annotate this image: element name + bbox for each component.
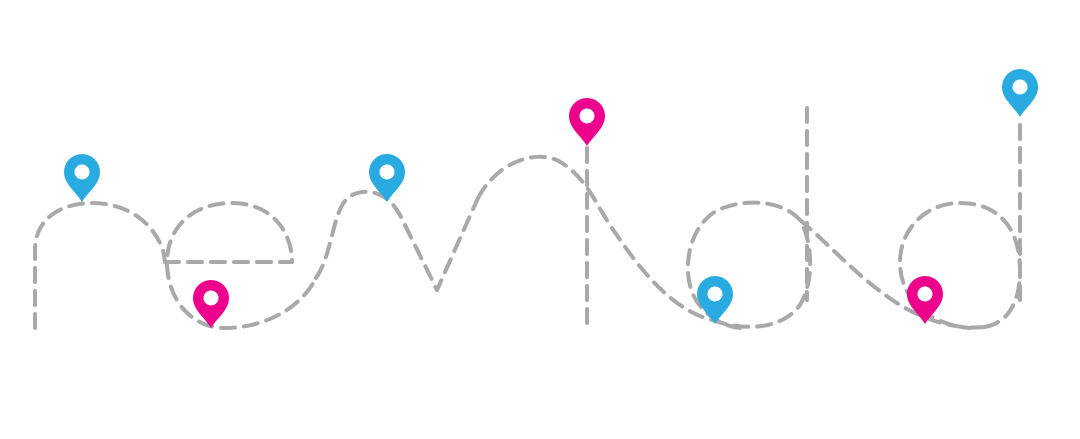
route-connector	[798, 218, 987, 330]
route-letter-e	[163, 201, 318, 330]
map-pin-icon	[569, 98, 605, 146]
map-pin-icon	[369, 154, 405, 202]
route-letter-i-arc	[476, 154, 714, 322]
dashed-route-lettering	[33, 106, 1022, 334]
map-pin-icon	[193, 280, 229, 328]
map-pin-icon	[64, 154, 100, 202]
map-pin-icon	[1002, 69, 1038, 117]
location-pins	[64, 69, 1038, 328]
route-letter-n	[33, 201, 167, 330]
map-pin-icon	[907, 276, 943, 324]
map-pin-icon	[697, 276, 733, 324]
route-letter-d1-bowl	[685, 200, 813, 330]
route-letter-v	[314, 189, 480, 292]
